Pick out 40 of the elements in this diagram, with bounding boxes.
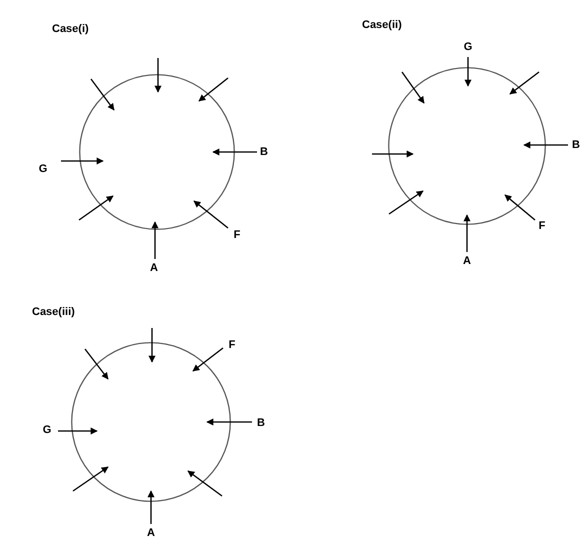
seat-letter: F (536, 220, 548, 232)
arrow (152, 221, 158, 259)
seat-letter: G (462, 41, 474, 53)
case-heading: Case(iii) (32, 306, 75, 318)
arrow (148, 328, 156, 363)
arrow (372, 150, 414, 158)
arrow (388, 190, 424, 215)
round-table (79, 74, 235, 230)
seat-letter: F (231, 229, 243, 241)
arrow (148, 490, 154, 524)
arrow (509, 71, 540, 95)
seat-letter: B (570, 139, 582, 151)
arrow (212, 148, 257, 156)
arrow (84, 348, 109, 380)
arrow (58, 428, 98, 434)
arrow (72, 466, 109, 492)
arrow (78, 195, 114, 221)
arrow (61, 158, 104, 164)
seat-letter: B (255, 417, 267, 429)
arrow (523, 142, 568, 148)
case-heading: Case(ii) (362, 19, 402, 31)
round-table (71, 342, 231, 502)
arrow (464, 214, 470, 252)
arrow (154, 58, 162, 93)
seat-letter: B (258, 146, 270, 158)
arrow (192, 347, 224, 372)
arrow (90, 78, 115, 111)
arrow (401, 72, 425, 104)
seat-letter: G (41, 424, 53, 436)
seat-letter: F (226, 339, 238, 351)
seat-letter: A (145, 527, 157, 539)
seat-letter: A (148, 262, 160, 274)
arrow (198, 78, 228, 102)
arrow (187, 470, 222, 497)
seat-letter: A (461, 255, 473, 267)
arrow (193, 200, 228, 228)
seat-letter: G (37, 163, 49, 175)
arrow (504, 194, 536, 220)
case-heading: Case(i) (52, 23, 89, 35)
arrow (206, 418, 252, 426)
